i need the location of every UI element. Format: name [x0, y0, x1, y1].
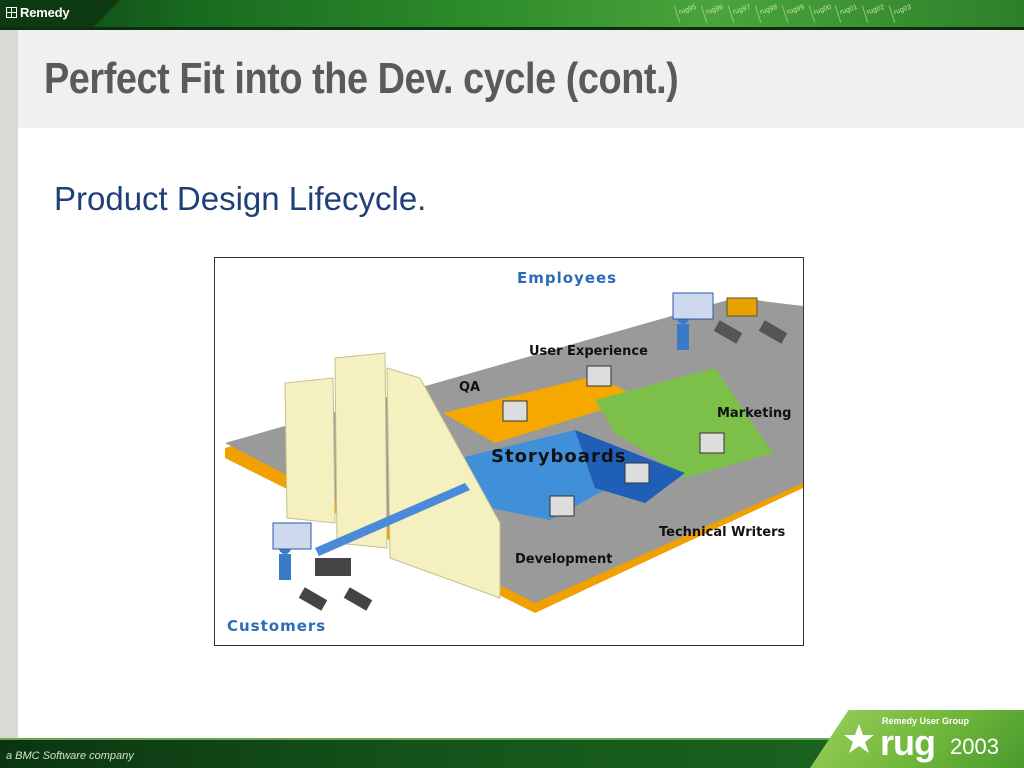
building-right [386, 367, 501, 599]
rug-star-icon [844, 724, 874, 753]
label-development: Development [515, 552, 613, 567]
connector-beam [315, 483, 470, 556]
rug-year: rug03 [888, 0, 915, 23]
slide-subtitle: Product Design Lifecycle. [54, 180, 427, 217]
person-employee-body [677, 324, 689, 350]
rug-year: rug00 [808, 0, 834, 23]
rug-year: rug95 [673, 0, 700, 23]
device-employee-1 [713, 320, 743, 344]
rug-years-strip: rug95 rug96 rug97 rug98 rug99 rug00 rug0… [673, 0, 915, 23]
computer-marketing [699, 432, 725, 454]
top-banner-rule [0, 27, 1024, 30]
device-customer-2 [343, 587, 373, 611]
slide-title: Perfect Fit into the Dev. cycle (cont.) [44, 54, 679, 103]
footer-company: a BMC Software company [6, 750, 134, 762]
lifecycle-illustration [225, 292, 803, 613]
label-storyboards: Storyboards [491, 446, 627, 467]
badge-group-name: Remedy User Group [882, 716, 970, 726]
label-customers: Customers [227, 617, 327, 635]
footer-rule [0, 738, 1024, 740]
rug-year: rug96 [700, 0, 727, 23]
building-left [284, 377, 336, 524]
badge-rug-word: rug [880, 722, 936, 763]
remedy-logo-text: Remedy [20, 5, 70, 20]
rug-year: rug98 [754, 0, 780, 23]
left-margin-strip [0, 30, 18, 740]
label-user-experience: User Experience [529, 344, 648, 359]
rug2003-badge [810, 710, 1024, 768]
qa-piece [443, 376, 640, 443]
window-customer [272, 522, 312, 550]
label-employees: Employees [517, 269, 618, 287]
person-customer-body [279, 554, 291, 580]
rug-year: rug01 [835, 0, 861, 23]
rug-year: rug97 [727, 0, 753, 23]
rug-year: rug99 [781, 0, 807, 23]
top-banner: Remedy rug95 rug96 rug97 rug98 rug99 rug… [0, 0, 1024, 27]
marketing-piece [595, 368, 773, 478]
computer-dev [549, 495, 575, 517]
lifecycle-diagram: Employees User Experience QA Marketing S… [214, 257, 804, 646]
device-employee-2 [758, 320, 788, 344]
building-mid [334, 352, 388, 549]
label-marketing: Marketing [717, 406, 792, 421]
label-qa: QA [459, 380, 481, 395]
phone-customer [315, 558, 351, 576]
badge-year: 2003 [950, 734, 999, 759]
device-customer-1 [298, 587, 328, 611]
rug-year: rug02 [862, 0, 888, 23]
label-technical-writers: Technical Writers [659, 525, 786, 540]
computer-qa [502, 400, 528, 422]
window-employee [672, 292, 714, 320]
remedy-grid-icon [6, 7, 17, 18]
remedy-logo: Remedy [6, 5, 70, 20]
title-band [18, 30, 1024, 128]
computer-storyboard [624, 462, 650, 484]
computer-top [586, 365, 612, 387]
phone-employee [726, 297, 758, 317]
